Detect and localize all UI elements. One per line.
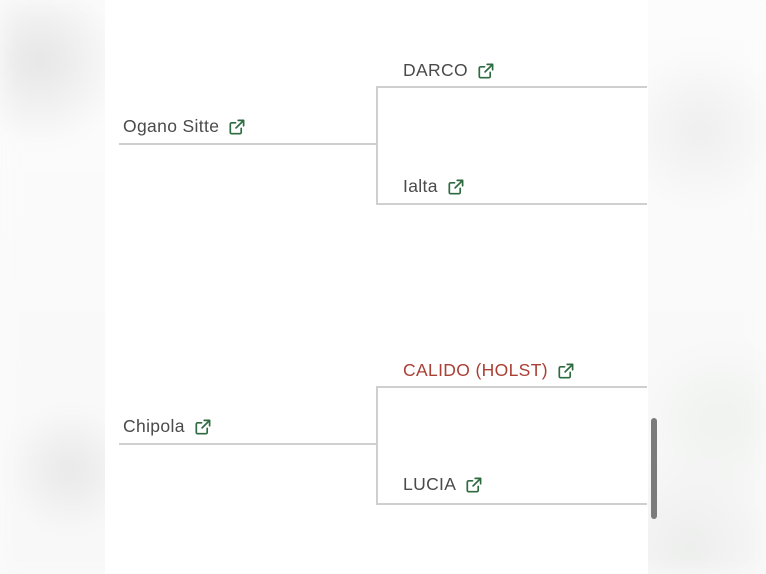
external-link-icon[interactable]	[465, 476, 483, 494]
bracket-root-line-lower	[119, 443, 377, 445]
bracket-lines-upper	[105, 0, 648, 574]
node-lower-child-0[interactable]: CALIDO (HOLST)	[403, 362, 575, 380]
external-link-icon[interactable]	[194, 418, 212, 436]
bracket-child-line-upper-0	[376, 86, 647, 88]
node-label: LUCIA	[403, 474, 457, 495]
bracket-lines-lower	[105, 0, 648, 574]
external-link-icon[interactable]	[477, 62, 495, 80]
bracket-spine-upper	[376, 86, 378, 205]
node-label: Ialta	[403, 176, 438, 197]
external-link-icon[interactable]	[447, 178, 465, 196]
node-upper-root[interactable]: Ogano Sitte	[123, 118, 246, 136]
node-lower-child-1[interactable]: LUCIA	[403, 476, 483, 494]
node-upper-child-0[interactable]: DARCO	[403, 62, 495, 80]
external-link-icon[interactable]	[557, 362, 575, 380]
node-lower-root[interactable]: Chipola	[123, 418, 212, 436]
node-upper-child-1[interactable]: Ialta	[403, 178, 465, 196]
bracket-root-line-upper	[119, 143, 377, 145]
vertical-scrollbar-thumb[interactable]	[651, 418, 657, 519]
content-panel: Ogano Sitte DARCO Ialta	[105, 0, 648, 574]
bracket-child-line-lower-1	[376, 503, 647, 505]
node-label: Ogano Sitte	[123, 116, 220, 137]
bracket-spine-lower	[376, 386, 378, 505]
bracket-child-line-lower-0	[376, 386, 647, 388]
bracket-child-line-upper-1	[376, 203, 647, 205]
external-link-icon[interactable]	[228, 118, 246, 136]
node-label: Chipola	[123, 416, 185, 437]
node-label: DARCO	[403, 60, 468, 81]
node-label: CALIDO (HOLST)	[403, 360, 548, 381]
